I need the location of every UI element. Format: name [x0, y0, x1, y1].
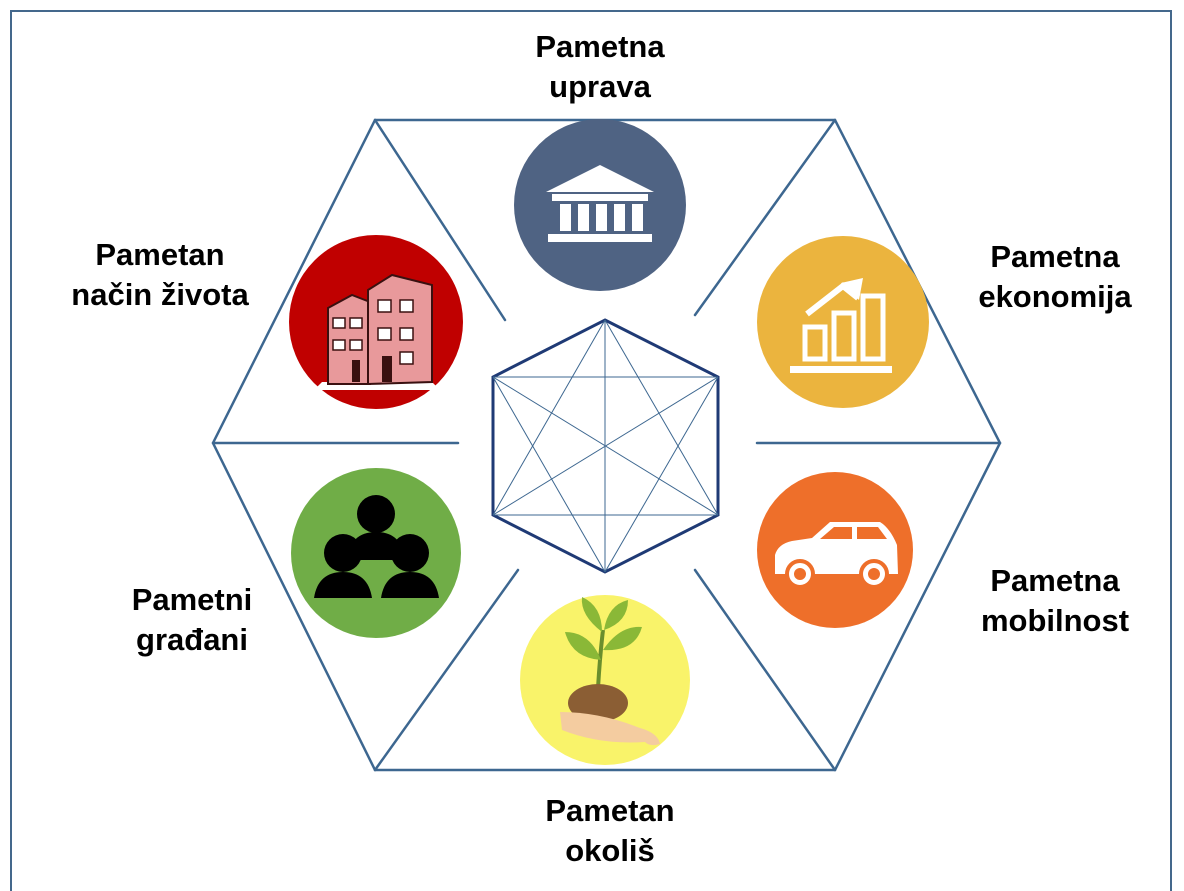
growth-chart-icon [757, 236, 929, 408]
residential-buildings-icon [289, 235, 463, 409]
label-pametna-uprava: Pametna uprava [535, 29, 665, 104]
government-building-icon [514, 119, 686, 291]
people-group-icon [291, 468, 461, 638]
label-pametna-mobilnost: Pametna mobilnost [980, 563, 1130, 638]
plant-in-hand-icon [520, 595, 690, 765]
center-hexagon [491, 318, 720, 574]
label-pametna-ekonomija: Pametna ekonomija [978, 239, 1132, 314]
car-icon [757, 472, 913, 628]
label-pametan-okolis: Pametan okoliš [545, 793, 675, 868]
label-pametni-gradani: Pametni građani [131, 582, 253, 657]
sector-dividers [211, 118, 1002, 772]
label-pametan-nacin-zivota: Pametan način života [71, 237, 249, 312]
